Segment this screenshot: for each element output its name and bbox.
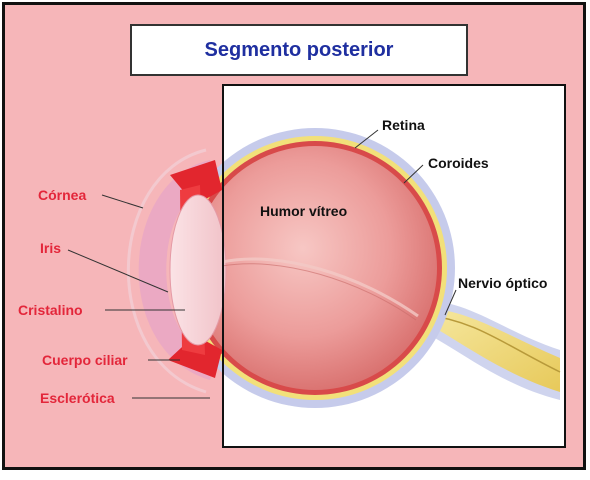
- cornea-leader: [101, 194, 144, 209]
- cornea-shape: [138, 160, 215, 380]
- label-coroides: Coroides: [428, 155, 489, 171]
- lens-shape: [169, 194, 227, 346]
- label-nervio-optico: Nervio óptico: [458, 275, 548, 291]
- label-cristalino: Cristalino: [18, 302, 83, 318]
- label-cuerpo-ciliar: Cuerpo ciliar: [42, 352, 128, 368]
- label-esclerotica: Esclerótica: [40, 390, 115, 406]
- coroides-leader: [403, 164, 424, 184]
- label-cornea: Córnea: [38, 187, 87, 203]
- label-humor-vitreo: Humor vítreo: [260, 203, 348, 219]
- label-retina: Retina: [382, 117, 425, 133]
- retina-leader: [354, 129, 379, 149]
- title-box: Segmento posterior: [130, 24, 468, 76]
- page-title: Segmento posterior: [204, 38, 394, 61]
- nervio-leader: [444, 289, 457, 316]
- label-iris: Iris: [40, 240, 62, 256]
- iris-leader: [67, 249, 169, 293]
